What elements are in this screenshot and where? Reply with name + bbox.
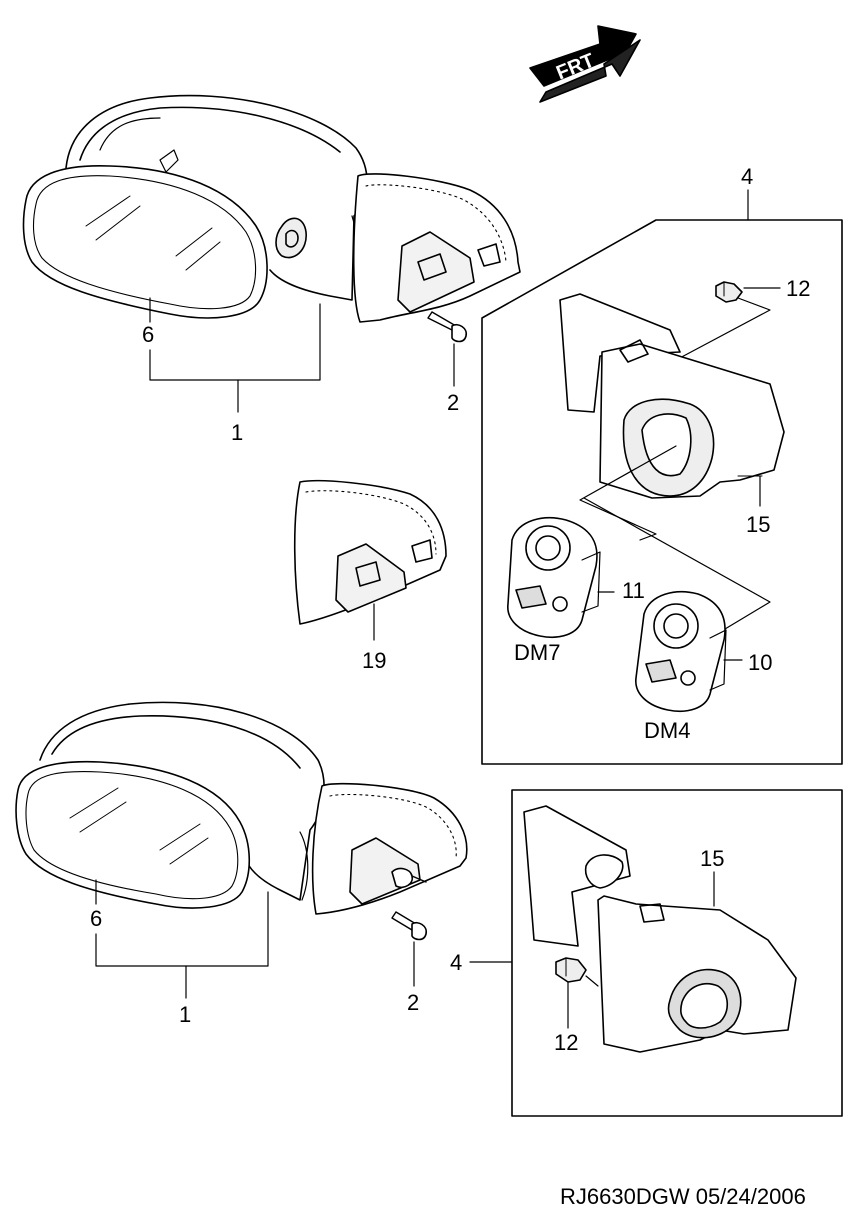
upper-clip [715,281,743,303]
callout-lower-box-group: 4 [450,950,463,975]
switch-dm7 [507,517,615,638]
callout-switch-dm4: 10 [748,650,773,675]
upper-mirror-glass [22,165,268,319]
upper-mounting-screw [427,311,468,343]
drawing-code-and-date: RJ6630DGW 05/24/2006 [560,1184,806,1209]
label-dm7: DM7 [514,640,561,665]
callout-lower-cover: 15 [700,846,725,871]
front-direction-arrow [529,25,641,103]
lower-detail-box [469,789,843,1117]
callout-upper-box-group: 4 [741,164,754,189]
lower-mirror-housing [39,701,325,901]
callout-lower-mirror-assembly: 1 [179,1002,192,1027]
callout-upper-screw: 2 [447,390,460,415]
upper-leader-lines [149,297,455,413]
callout-lower-mirror-glass: 6 [90,906,103,931]
callout-switch-dm7: 11 [622,578,645,603]
callout-lower-clip: 12 [554,1030,579,1055]
callout-bracket: 19 [362,648,387,673]
lower-mirror-glass [15,760,251,909]
upper-leader-cover [579,445,771,633]
upper-mirror-base [352,173,521,323]
switch-dm4 [635,591,743,712]
label-dm4: DM4 [644,718,691,743]
lower-mounting-screw [391,911,428,941]
callout-upper-cover: 15 [746,512,771,537]
lower-clip [555,957,599,1029]
mirror-bracket [293,479,447,641]
upper-cover [559,293,785,499]
callout-upper-clip: 12 [786,276,811,301]
callout-lower-screw: 2 [407,990,420,1015]
lower-leader-lines [95,879,415,999]
callout-upper-mirror-glass: 6 [142,322,155,347]
upper-detail-box [481,189,843,765]
callout-upper-mirror-assembly: 1 [231,420,244,445]
upper-mirror-housing [65,94,368,301]
lower-cover [523,805,797,1053]
lower-mirror-base [311,782,468,915]
